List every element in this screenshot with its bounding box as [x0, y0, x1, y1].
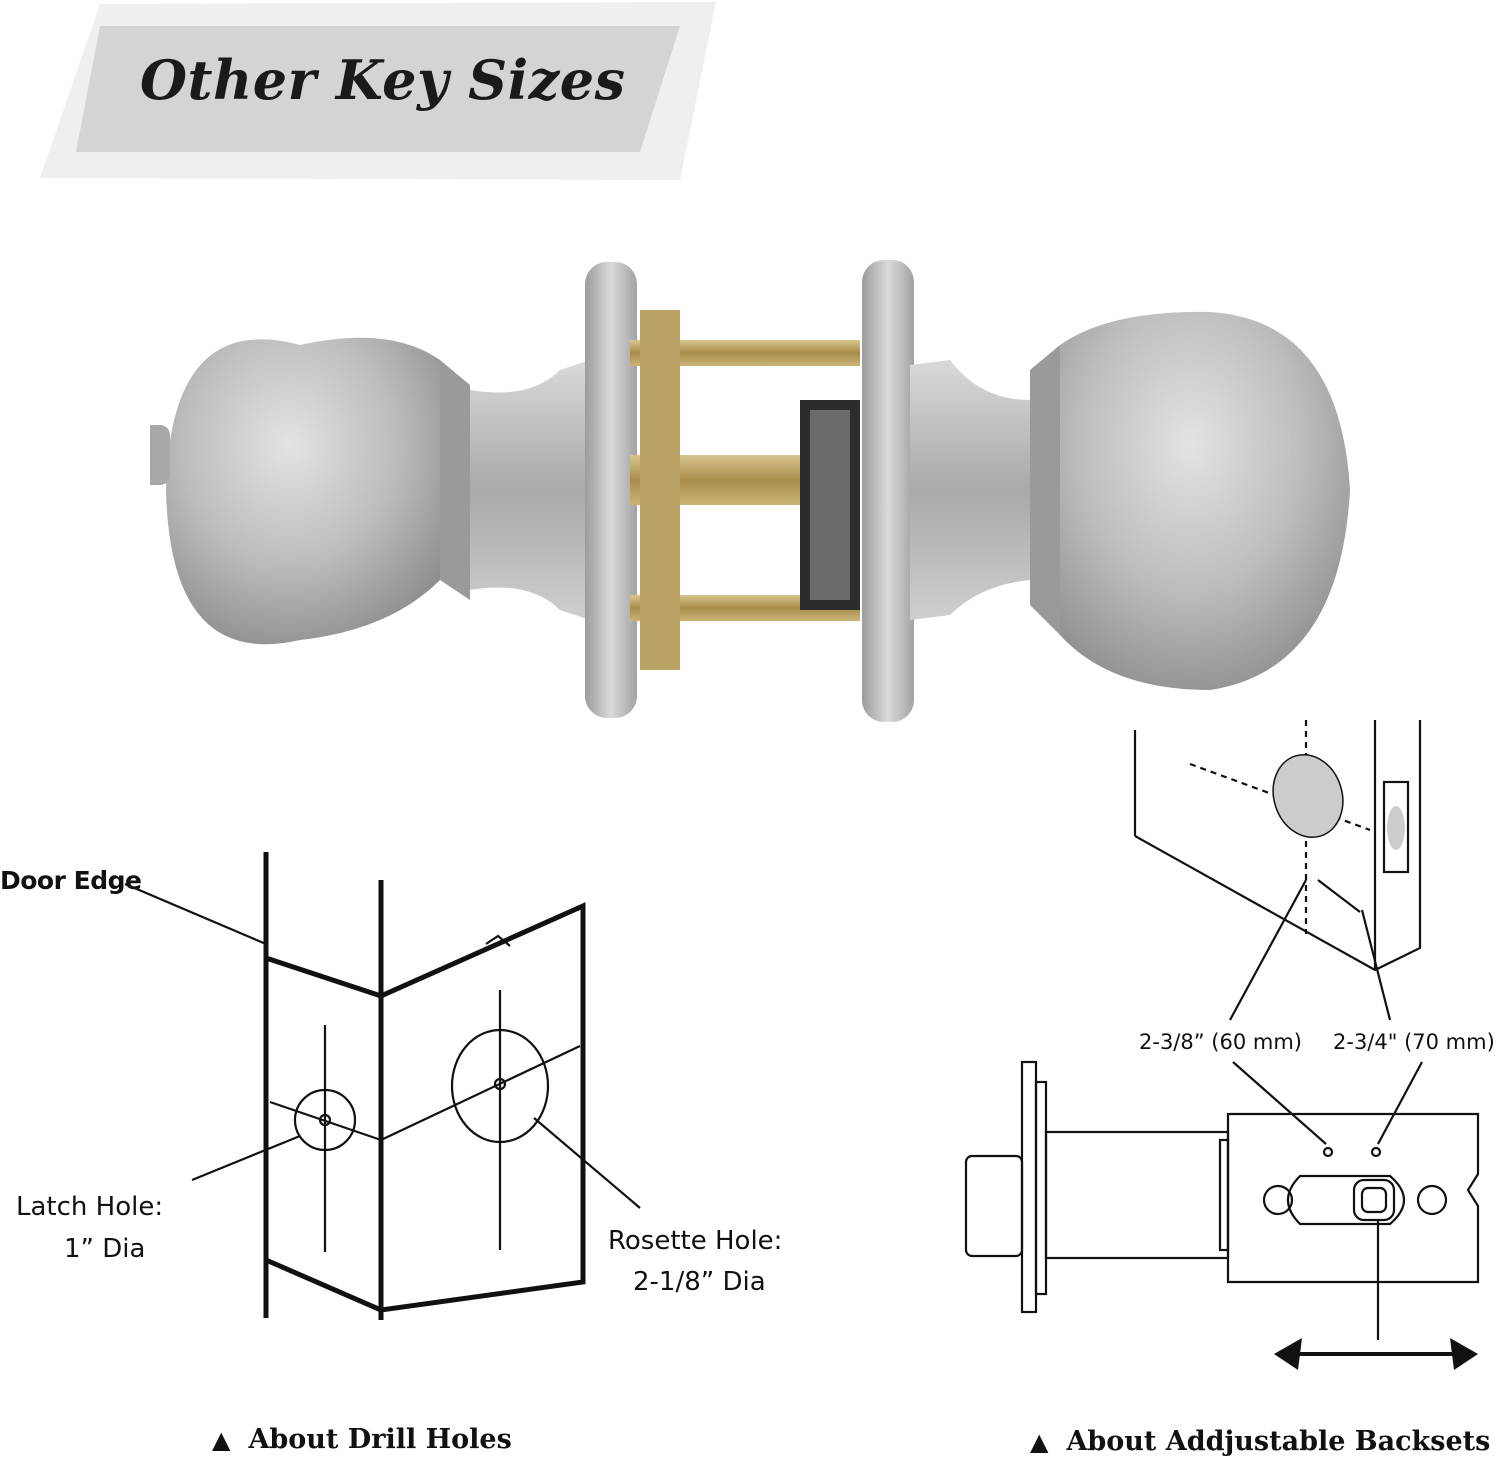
- page-title: Other Key Sizes: [140, 48, 626, 112]
- triangle-icon: ▲: [1030, 1427, 1049, 1456]
- caption-backsets: ▲ About Addjustable Backsets: [1030, 1426, 1490, 1457]
- latch-hole-label: Latch Hole:: [16, 1192, 164, 1222]
- triangle-icon: ▲: [212, 1425, 231, 1454]
- caption-drill-holes: ▲ About Drill Holes: [212, 1424, 512, 1455]
- backset-large-label: 2-3/4" (70 mm): [1333, 1030, 1495, 1054]
- latch-hole-size: 1” Dia: [64, 1234, 146, 1264]
- door-knob-lock-photo: [150, 260, 1350, 722]
- backset-small-label: 2-3/8” (60 mm): [1139, 1030, 1302, 1054]
- rosette-hole-size: 2-1/8” Dia: [633, 1267, 766, 1297]
- title-banner: [40, 2, 716, 180]
- arrow-left-right-icon: [1274, 1338, 1478, 1370]
- backset-diagram: [964, 720, 1480, 1370]
- door-edge-label: Door Edge: [0, 866, 142, 895]
- caption-drill-holes-text: About Drill Holes: [248, 1424, 512, 1455]
- drill-holes-diagram: [124, 852, 641, 1320]
- caption-backsets-text: About Addjustable Backsets: [1066, 1426, 1491, 1457]
- rosette-hole-label: Rosette Hole:: [608, 1226, 783, 1256]
